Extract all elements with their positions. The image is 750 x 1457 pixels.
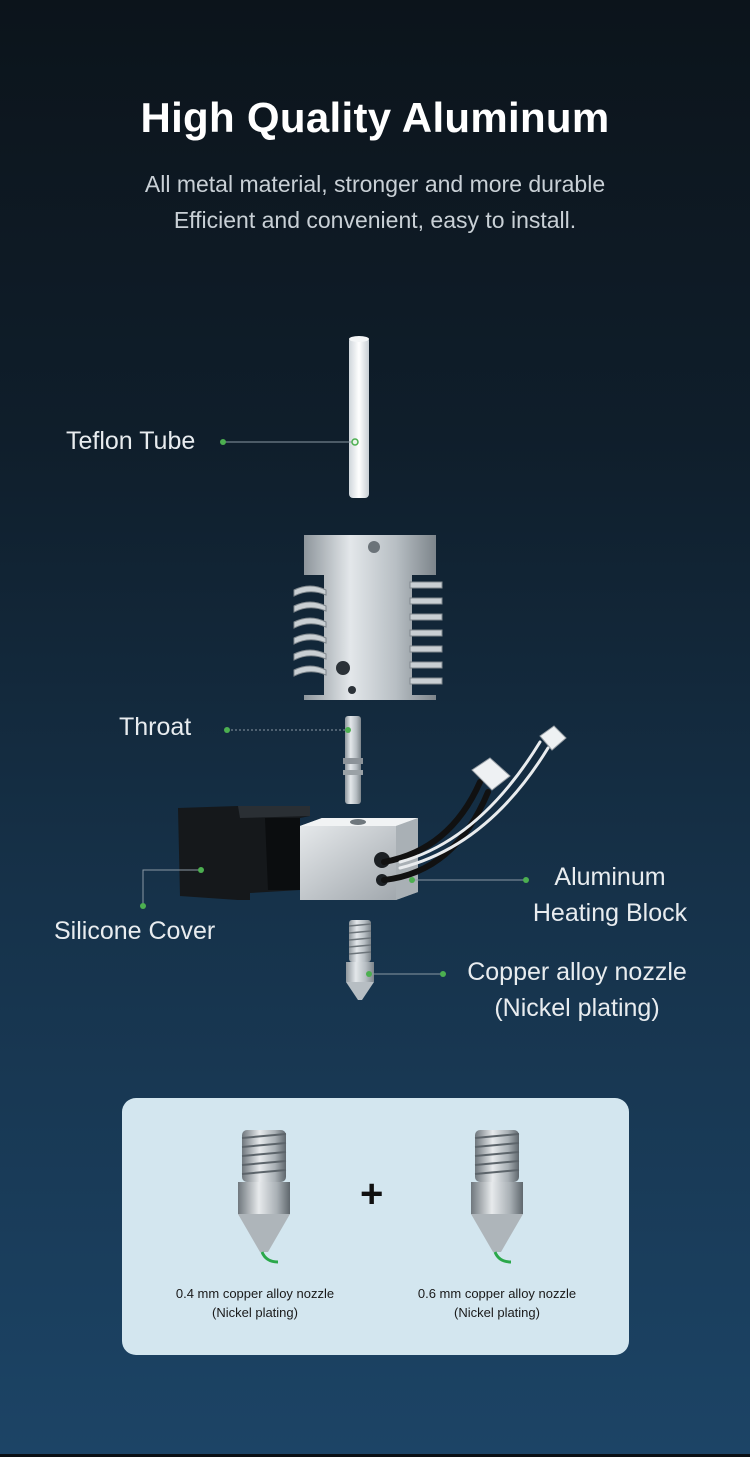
heatsink-part (293, 535, 443, 700)
label-nozzle: Copper alloy nozzle (Nickel plating) (452, 954, 702, 1026)
caption-0-6mm-line2: (Nickel plating) (454, 1305, 540, 1320)
hotend-exploded-illustration (140, 336, 567, 1000)
subtitle-line-1: All metal material, stronger and more du… (144, 171, 606, 197)
leader-dots (140, 438, 529, 977)
nozzle-part (346, 920, 374, 1000)
caption-0-6mm: 0.6 mm copper alloy nozzle (Nickel plati… (367, 1284, 627, 1322)
heater-wires (381, 740, 550, 883)
bottom-edge (0, 1454, 750, 1457)
label-silicone-cover: Silicone Cover (54, 917, 216, 945)
leader-lines (142, 441, 526, 975)
page-title: High Quality Aluminum (140, 94, 610, 141)
label-heating-block: Aluminum Heating Block (520, 859, 700, 931)
caption-0-6mm-line1: 0.6 mm copper alloy nozzle (417, 1286, 577, 1301)
caption-0-4mm-line1: 0.4 mm copper alloy nozzle (175, 1286, 335, 1301)
throat-part (343, 716, 363, 804)
label-teflon-tube: Teflon Tube (66, 427, 196, 455)
label-nozzle-line2: (Nickel plating) (494, 994, 660, 1022)
nozzle-options-card (122, 1098, 629, 1355)
subtitle-line-2: Efficient and convenient, easy to instal… (173, 207, 577, 233)
teflon-tube-part (349, 336, 369, 498)
wire-connectors (471, 725, 567, 791)
label-heating-block-line1: Aluminum (554, 863, 666, 891)
caption-0-4mm: 0.4 mm copper alloy nozzle (Nickel plati… (125, 1284, 385, 1322)
caption-0-4mm-line2: (Nickel plating) (212, 1305, 298, 1320)
silicone-cover-part (178, 806, 310, 900)
label-nozzle-line1: Copper alloy nozzle (467, 958, 687, 986)
label-throat: Throat (119, 713, 192, 741)
label-heating-block-line2: Heating Block (532, 899, 688, 927)
plus-sign: + (360, 1172, 384, 1216)
